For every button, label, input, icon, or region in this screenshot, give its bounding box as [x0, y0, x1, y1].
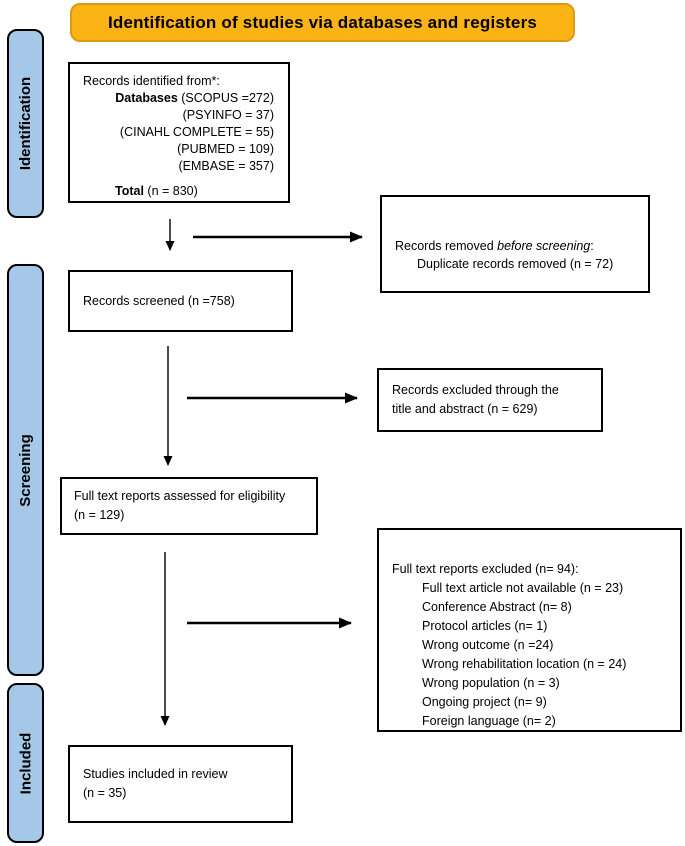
- records-removed-box: Records removed before screening: Duplic…: [380, 195, 650, 293]
- total-label: Total: [115, 184, 144, 198]
- records-screened-text: Records screened (n =758): [83, 293, 235, 308]
- records-screened-box: Records screened (n =758): [68, 270, 293, 332]
- list-item: Full text reports assessed for eligibili…: [74, 489, 286, 503]
- records-removed-heading: Records removed before screening:: [395, 237, 642, 255]
- databases-first-source: (SCOPUS =272): [177, 91, 274, 105]
- total-value: (n = 830): [143, 184, 198, 198]
- diagram-title: Identification of studies via databases …: [107, 12, 538, 32]
- fulltext-excluded-header: Full text reports excluded (n= 94):: [392, 562, 579, 576]
- list-item: (CINAHL COMPLETE = 55): [119, 125, 274, 139]
- list-item: Protocol articles (n= 1): [422, 619, 548, 633]
- records-removed-italic: before screening: [497, 239, 591, 253]
- list-item: Records excluded through the: [392, 383, 559, 397]
- database-source-list: (PSYINFO = 37) (CINAHL COMPLETE = 55) (PUB…: [83, 107, 274, 175]
- databases-line: Databases (SCOPUS =272): [83, 90, 274, 107]
- list-item: title and abstract (n = 629): [392, 402, 538, 416]
- diagram-title-banner: Identification of studies via databases …: [70, 3, 575, 42]
- stage-label-included: Included: [17, 732, 35, 794]
- databases-label: Databases: [115, 91, 178, 105]
- list-item: Wrong rehabilitation location (n = 24): [422, 657, 627, 671]
- list-item: (PSYINFO = 37): [182, 108, 274, 122]
- list-item: Ongoing project (n= 9): [422, 695, 547, 709]
- stage-bar-included: Included: [7, 683, 44, 843]
- records-removed-pre: Records removed: [395, 239, 498, 253]
- duplicates-removed-line: Duplicate records removed (n = 72): [417, 257, 614, 271]
- list-item: Foreign language (n= 2): [422, 714, 556, 728]
- list-item: Studies included in review: [83, 767, 228, 781]
- records-removed-post: :: [590, 239, 594, 253]
- records-excluded-box: Records excluded through the title and ab…: [377, 368, 603, 432]
- total-line: Total (n = 830): [115, 183, 274, 200]
- list-item: (EMBASE = 357): [178, 159, 274, 173]
- list-item: Conference Abstract (n= 8): [422, 600, 572, 614]
- fulltext-assessed-box: Full text reports assessed for eligibili…: [60, 477, 318, 535]
- list-item: (PUBMED = 109): [177, 142, 274, 156]
- stage-bar-identification: Identification: [7, 29, 44, 218]
- fulltext-excluded-box: Full text reports excluded (n= 94): Full…: [377, 528, 682, 732]
- list-item: (n = 35): [83, 786, 127, 800]
- stage-bar-screening: Screening: [7, 264, 44, 676]
- exclusion-reason-list: Full text article not available (n = 23)…: [392, 579, 676, 731]
- stage-label-screening: Screening: [17, 433, 34, 507]
- list-item: Full text article not available (n = 23): [422, 581, 624, 595]
- studies-included-box: Studies included in review (n = 35): [68, 745, 293, 823]
- list-item: Wrong population (n = 3): [422, 676, 560, 690]
- records-identified-box: Records identified from*: Databases (SCO…: [68, 62, 290, 203]
- records-identified-intro: Records identified from*:: [83, 74, 220, 88]
- list-item: Wrong outcome (n =24): [422, 638, 554, 652]
- stage-label-identification: Identification: [17, 76, 34, 171]
- list-item: (n = 129): [74, 508, 125, 522]
